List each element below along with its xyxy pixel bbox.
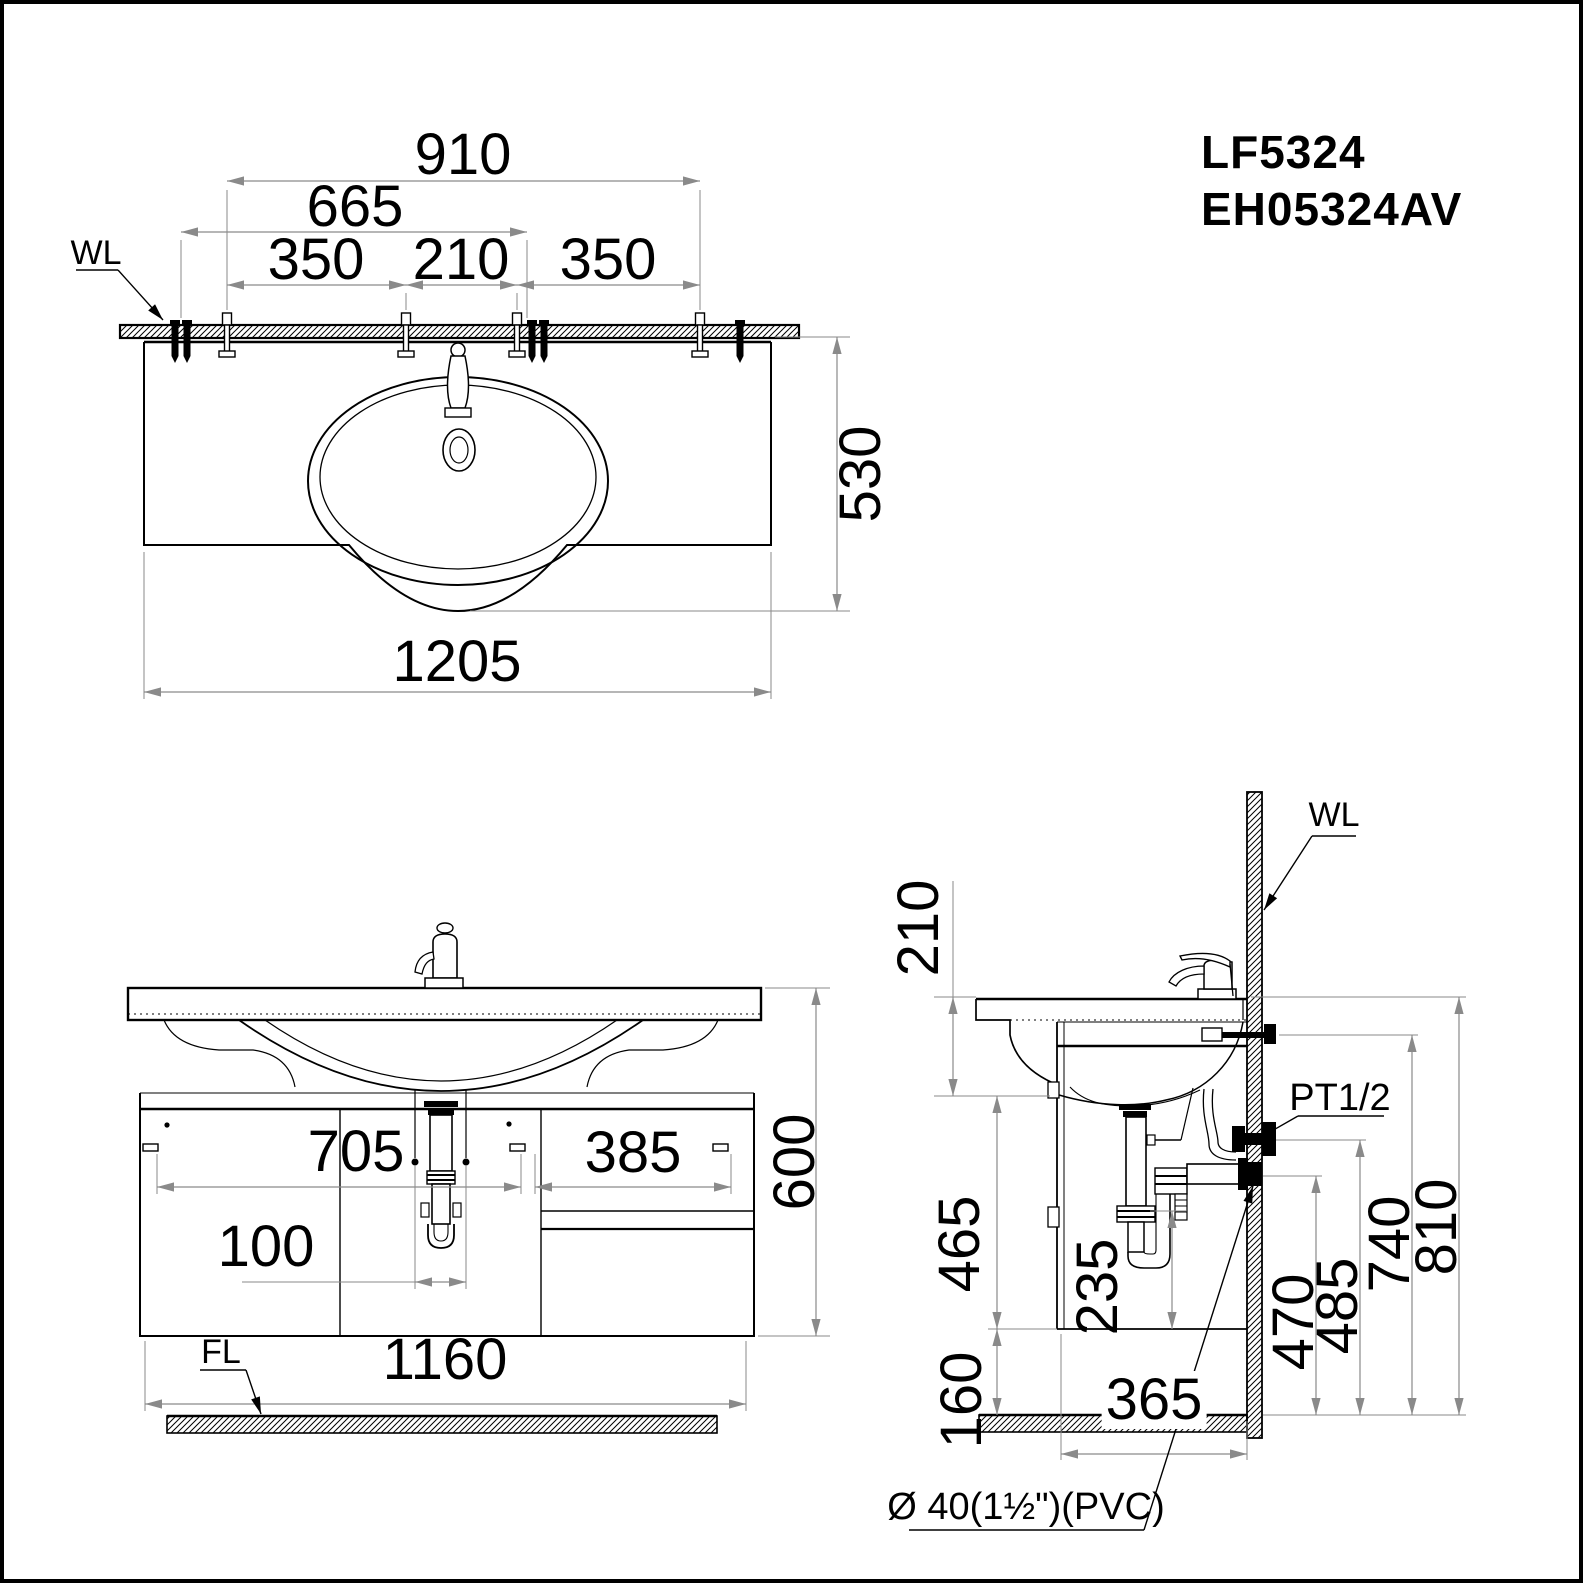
dim-cabinet-depth: 365	[1101, 1371, 1207, 1429]
dim-counter-width: 1205	[392, 629, 522, 694]
hanger-brackets	[218, 312, 709, 358]
dim-floor-gap: 160	[929, 1351, 994, 1449]
dim-left-pitch: 350	[267, 227, 365, 292]
dim-rim-to-bowl: 210	[886, 879, 951, 977]
drawing-linework	[76, 176, 1466, 1531]
dimension-lines	[76, 176, 1466, 1531]
dim-drain-offset: 100	[217, 1214, 315, 1279]
front-view	[126, 922, 763, 1434]
anchor-bolts	[170, 320, 745, 363]
dim-counter-depth: 530	[828, 425, 893, 523]
dim-left-door: 705	[307, 1119, 405, 1184]
dim-left-span: 665	[306, 174, 404, 239]
dim-front-height: 465	[927, 1195, 992, 1293]
dim-cabinet-width: 1160	[382, 1327, 508, 1392]
product-code-cabinet: EH05324AV	[1201, 183, 1463, 235]
dim-rim-height: 810	[1404, 1178, 1469, 1276]
floor-line-label: FL	[201, 1333, 241, 1371]
top-view	[118, 312, 801, 612]
supply-connection-label: PT1/2	[1289, 1077, 1391, 1119]
dim-trap-clearance: 235	[1065, 1238, 1130, 1336]
side-view	[975, 791, 1276, 1439]
product-code-basin: LF5324	[1201, 126, 1366, 178]
dim-center-pitch: 210	[412, 227, 510, 292]
dim-cabinet-height: 600	[762, 1113, 827, 1211]
drain-pipe-label: Ø 40(1½")(PVC)	[887, 1486, 1165, 1528]
wall-line-label-top: WL	[70, 234, 122, 272]
dim-hole-span: 910	[414, 122, 512, 187]
wall-line-label-side: WL	[1308, 796, 1360, 834]
dim-right-door: 385	[584, 1120, 682, 1185]
dim-right-pitch: 350	[559, 227, 657, 292]
